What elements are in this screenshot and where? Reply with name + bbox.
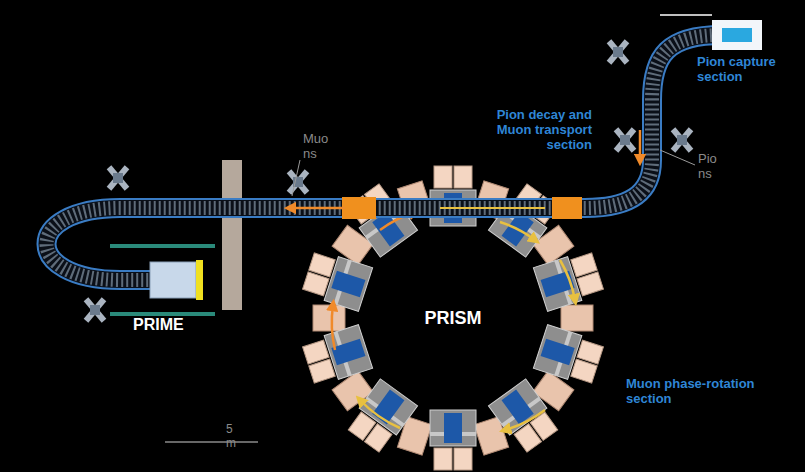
section-label: Pion capture section — [697, 55, 801, 85]
injection-kicker — [342, 197, 376, 219]
facility-name: PRIME — [133, 316, 203, 334]
magnet-stand — [84, 39, 694, 322]
shield-wall — [222, 160, 242, 310]
section-label: Muon phase-rotation section — [626, 377, 796, 407]
beam-line — [47, 35, 723, 280]
facility-name: PRISM — [408, 308, 498, 329]
extraction-kicker — [552, 197, 582, 219]
particle-label: Muo ns — [303, 132, 331, 162]
section-label: Pion decay and Muon transport section — [470, 108, 592, 153]
scale-bar — [165, 441, 258, 443]
capture-solenoid — [712, 20, 762, 50]
scale-label: 5 m — [226, 423, 242, 451]
particle-label: Pio ns — [698, 152, 724, 182]
prime-detector — [150, 262, 196, 298]
